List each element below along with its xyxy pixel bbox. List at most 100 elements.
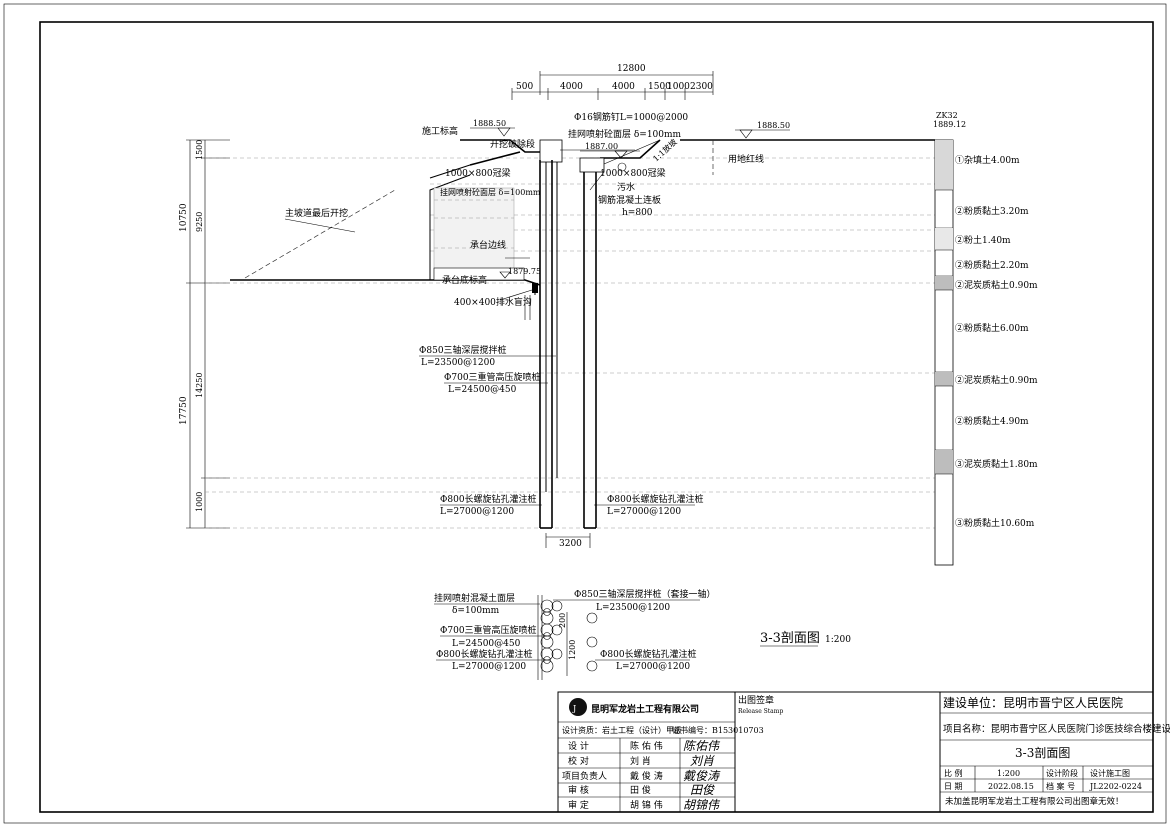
soil-layer-10: ③粉质黏土10.60m <box>955 517 1035 529</box>
ramp-line <box>244 189 396 279</box>
section-title: 3-3剖面图 1:200 <box>760 631 851 647</box>
label-crown-beam-left: 1000×800冠梁 <box>445 167 511 179</box>
title-block: J 昆明军龙岩土工程有限公司 设计资质：岩土工程（设计）甲级 证书编号：B153… <box>557 691 1170 813</box>
role-5: 审 定 <box>568 799 589 811</box>
project-name: 项目名称：昆明市晋宁区人民医院门诊医技综合楼建设项目（一期） <box>943 723 1170 735</box>
label-board-h: h=800 <box>622 208 653 218</box>
plan-pile-800-right-L: L=27000@1200 <box>616 662 690 672</box>
section-title-text: 3-3剖面图 <box>760 631 820 646</box>
company-name: 昆明军龙岩土工程有限公司 <box>591 703 699 715</box>
dim-left-inner-1: 1500 <box>195 140 204 160</box>
date-label: 日 期 <box>944 782 963 791</box>
label-slope: 1:1放坡 <box>651 137 679 164</box>
role-2-name: 刘 肖 <box>630 755 651 767</box>
label-pile-800-left: Φ800长螺旋钻孔灌注桩 <box>440 493 537 505</box>
dim-top-total: 12800 <box>617 64 646 74</box>
soil-layer-7: ②泥炭质粘土0.90m <box>955 374 1038 386</box>
label-cap-edge: 承台边线 <box>470 239 506 251</box>
soil-layer-9: ③泥炭质黏土1.80m <box>955 458 1038 470</box>
scale-value: 1:200 <box>997 769 1020 778</box>
label-pile-800-left-L: L=27000@1200 <box>440 507 514 517</box>
stage-label: 设计阶段 <box>1046 768 1078 778</box>
scale-label: 比 例 <box>944 768 963 778</box>
soil-layer-3: ②粉土1.40m <box>955 234 1011 246</box>
role-2-sign: 刘肖 <box>690 754 715 768</box>
label-sewage: 污水 <box>617 181 635 193</box>
role-5-sign: 胡锦伟 <box>683 798 721 812</box>
role-1: 设 计 <box>568 740 589 752</box>
label-drain: 400×400排水盲沟 <box>454 296 532 308</box>
role-4-name: 田 俊 <box>630 784 651 796</box>
archive-value: JL2202-0224 <box>1089 782 1142 791</box>
label-ramp: 主坡道最后开挖 <box>285 207 348 219</box>
borehole-id: ZK32 <box>936 111 958 120</box>
label-cap-bottom: 承台底标高 <box>442 274 487 286</box>
plan-detail: 200 1200 挂网喷射混凝土面层 δ=100mm Φ850三轴深层搅拌桩（套… <box>434 588 716 680</box>
label-pile-700-L: L=24500@450 <box>448 385 517 395</box>
stamp-label: 出图签章 <box>738 694 774 706</box>
role-2: 校 对 <box>568 755 589 767</box>
pit-fill <box>433 187 515 279</box>
bottom-dimension: 3200 <box>545 533 591 549</box>
dim-top-seg-4: 1500 <box>648 82 671 92</box>
label-pile-700: Φ700三重管高压旋喷桩 <box>444 371 541 383</box>
plan-pile-800-left: Φ800长螺旋钻孔灌注桩 <box>436 648 533 660</box>
plan-pile-800-left-L: L=27000@1200 <box>452 662 526 672</box>
drawing-title: 3-3剖面图 <box>1015 746 1070 760</box>
soil-layer-labels: ①杂填土4.00m ②粉质黏土3.20m ②粉土1.40m ②粉质黏土2.20m… <box>955 154 1038 529</box>
borehole-elev: 1889.12 <box>933 120 966 129</box>
label-excavation-removal: 开挖破除段 <box>490 138 535 150</box>
section-annotations: 施工标高 开挖破除段 Φ16钢筋钉L=1000@2000 挂网喷射砼面层 δ=1… <box>284 111 764 517</box>
drain-channel <box>532 283 538 293</box>
label-rebar-nail: Φ16钢筋钉L=1000@2000 <box>574 111 688 123</box>
role-3-sign: 戴俊涛 <box>683 769 721 783</box>
date-value: 2022.08.15 <box>988 782 1034 791</box>
soil-layer-6: ②粉质黏土6.00m <box>955 322 1029 334</box>
svg-text:J: J <box>572 704 576 713</box>
outer-border <box>3 3 1167 824</box>
archive-label: 档 案 号 <box>1046 781 1075 791</box>
company-qualification: 设计资质：岩土工程（设计）甲级 <box>562 725 682 735</box>
elev-left: 1888.50 <box>473 119 506 128</box>
dim-top-seg-1: 500 <box>516 82 533 92</box>
validity-notice: 未加盖昆明军龙岩土工程有限公司出图章无效！ <box>945 796 1124 807</box>
elevation-markers: 1888.50 1888.50 1887.00 1879.75 <box>470 119 790 279</box>
left-dimensions: 10750 17750 1500 9250 14250 1000 <box>179 140 230 529</box>
plan-pile-700-L: L=24500@450 <box>452 639 521 649</box>
stamp-label-en: Release Stamp <box>738 708 783 715</box>
borehole-column: ZK32 1889.12 <box>933 111 966 566</box>
plan-dim-a: 200 <box>558 613 567 628</box>
plan-pile-850: Φ850三轴深层搅拌桩（套接一轴） <box>574 588 716 600</box>
label-shotcrete-top: 挂网喷射砼面层 δ=100mm <box>568 128 682 140</box>
label-construction-level: 施工标高 <box>422 125 458 137</box>
role-1-sign: 陈佑伟 <box>683 739 721 753</box>
plan-dim-b: 1200 <box>568 640 577 660</box>
label-pile-800-right-L: L=27000@1200 <box>607 507 681 517</box>
top-dimensions: 12800 500 4000 4000 1500 1000 2300 <box>511 64 714 100</box>
role-3: 项目负责人 <box>562 770 607 782</box>
dim-left-outer-1: 10750 <box>179 203 189 232</box>
client: 建设单位：昆明市晋宁区人民医院 <box>943 695 1123 710</box>
role-3-name: 戴 俊 涛 <box>630 770 663 782</box>
dim-bottom: 3200 <box>559 539 582 549</box>
crown-beam-right <box>579 157 605 173</box>
plan-shotcrete: 挂网喷射混凝土面层 <box>434 592 515 604</box>
plan-pile-800-right: Φ800长螺旋钻孔灌注桩 <box>600 648 697 660</box>
label-retaining-board: 钢筋混凝土连板 <box>598 194 661 206</box>
plan-pile-850-L: L=23500@1200 <box>596 603 670 613</box>
crown-beam-left <box>539 139 563 163</box>
dim-top-seg-5: 1000 <box>667 82 690 92</box>
elev-pit: 1879.75 <box>508 267 541 276</box>
dim-left-inner-4: 1000 <box>195 492 204 512</box>
dim-top-seg-3: 4000 <box>612 82 635 92</box>
ground-profile <box>230 139 935 295</box>
label-shotcrete-mid: 挂网喷射砼面层 δ=100mm <box>440 187 541 197</box>
role-1-name: 陈 佑 伟 <box>630 740 663 752</box>
label-pile-850: Φ850三轴深层搅拌桩 <box>419 344 507 356</box>
plan-pile-700: Φ700三重管高压旋喷桩 <box>440 624 537 636</box>
role-4: 审 核 <box>568 784 589 796</box>
elev-mid: 1887.00 <box>585 142 618 151</box>
stage-value: 设计施工图 <box>1090 768 1130 778</box>
dim-left-outer-2: 17750 <box>179 396 189 425</box>
